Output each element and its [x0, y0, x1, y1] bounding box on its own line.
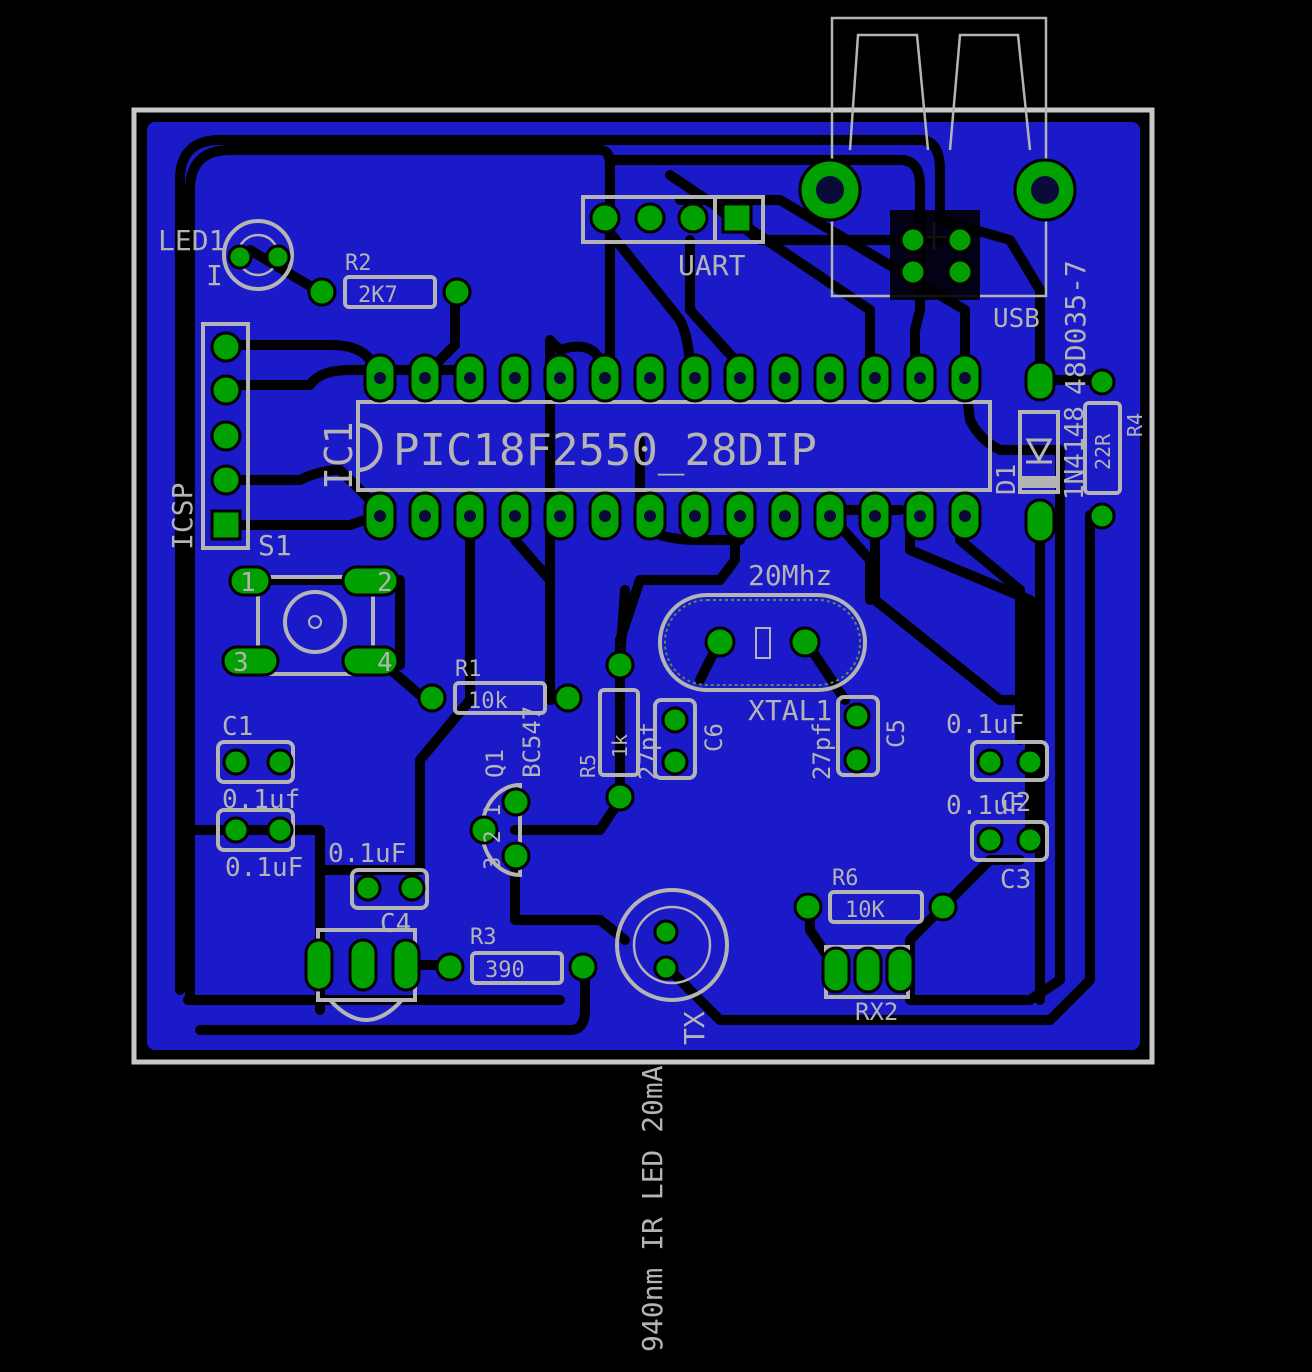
r6-value: 10K	[845, 898, 885, 923]
r5-value: 1k	[608, 734, 632, 758]
c1-value: 0.1uf	[222, 785, 300, 815]
r3-body	[470, 951, 564, 985]
r2-body	[343, 275, 437, 309]
r1-body	[453, 681, 547, 715]
ic1-pin-hole	[374, 372, 386, 384]
board-outline	[131, 107, 1155, 1065]
d1-name: D1	[992, 464, 1022, 495]
ic1-pin-hole	[869, 372, 881, 384]
q1-name: Q1	[481, 749, 509, 778]
ic1-pin-hole	[644, 510, 656, 522]
r3-value: 390	[485, 958, 525, 983]
icsp-header	[201, 322, 250, 550]
ic1-pin-hole	[554, 372, 566, 384]
c2-value-right: 0.1uF	[946, 710, 1024, 740]
ic1-pin-hole	[824, 510, 836, 522]
q1-value: BC547	[518, 706, 546, 778]
ic1-value: PIC18F2550_28DIP	[393, 425, 817, 476]
ic1-pin-hole	[869, 510, 881, 522]
r3-name: R3	[470, 925, 497, 950]
s1-pin4: 4	[377, 648, 393, 678]
led1-name: LED1	[158, 224, 225, 257]
ic1-pin-hole	[689, 510, 701, 522]
s1-name: S1	[258, 529, 292, 562]
ic1-pin-hole	[734, 372, 746, 384]
r4-value: 22R	[1091, 433, 1115, 470]
xtal1-outline	[658, 593, 867, 692]
led1-mark: I	[206, 259, 223, 292]
ic1-top-pads	[363, 353, 982, 403]
d1-outline	[1018, 410, 1060, 494]
s1-switch	[256, 575, 375, 676]
rx2-name: RX2	[855, 998, 898, 1026]
r6-body	[828, 890, 924, 924]
ic1-pin-hole	[599, 372, 611, 384]
ic1-pin-hole	[419, 510, 431, 522]
d1-value: 1N4148	[1060, 406, 1090, 500]
capacitor-outlines	[216, 695, 1049, 910]
r2-name: R2	[345, 251, 372, 276]
s1-pin2: 2	[377, 568, 393, 598]
r2-value: 2K7	[358, 283, 398, 308]
ic1-pin-hole	[509, 510, 521, 522]
ic1-pin-hole	[824, 372, 836, 384]
ic1-pin-hole	[509, 372, 521, 384]
c5-value: 27pf	[808, 722, 836, 780]
ic1-name: IC1	[317, 421, 361, 490]
c6-name: C6	[700, 723, 728, 752]
c5-name: C5	[882, 719, 910, 748]
c6-value: 27pf	[634, 722, 662, 780]
c3-name: C3	[1000, 865, 1031, 895]
uart-header	[581, 195, 765, 244]
ic1-pin-hole	[779, 510, 791, 522]
copper-pour	[147, 122, 1140, 1050]
r5-name: R5	[576, 754, 600, 778]
ic1-bottom-pads	[363, 491, 982, 541]
usb-part: 48D035-7	[1059, 260, 1092, 395]
s1-pin1: 1	[240, 568, 256, 598]
usb-connector	[830, 16, 1048, 300]
c-left-value: 0.1uF	[225, 853, 303, 883]
c1-name: C1	[222, 712, 253, 742]
pads	[210, 158, 1116, 994]
uart-label: UART	[678, 249, 746, 282]
tx-desc: 940nm IR LED 20mA	[636, 1065, 669, 1352]
ic1-pin-hole	[734, 510, 746, 522]
tx-name: TX	[678, 1011, 711, 1045]
ic1-pin-hole	[374, 510, 386, 522]
r1-name: R1	[455, 657, 482, 682]
ic1-pin-hole	[464, 372, 476, 384]
xtal-name: XTAL1	[748, 694, 832, 727]
ic1-pin-hole	[914, 510, 926, 522]
ic1-pin-hole	[644, 372, 656, 384]
r4-name: R4	[1123, 413, 1147, 437]
q1-pins: 3 2 1	[481, 804, 506, 870]
ic1-pin-hole	[689, 372, 701, 384]
s1-pin3: 3	[233, 648, 249, 678]
ic1	[356, 400, 992, 492]
r4-body	[1083, 401, 1122, 495]
ic1-pin-hole	[779, 372, 791, 384]
ic1-pin-hole	[959, 510, 971, 522]
xtal-freq: 20Mhz	[748, 559, 832, 592]
tx-led-outline	[615, 888, 729, 1002]
ic1-pin-hole	[554, 510, 566, 522]
silkscreen-text: IC1 PIC18F2550_28DIP LED1 I R2 2K7 UART …	[158, 224, 1147, 1352]
r5-body	[598, 688, 640, 777]
c3-value: 0.1uF	[946, 791, 1024, 821]
c-misc-value: 0.1uF	[328, 839, 406, 869]
ic1-pin-hole	[599, 510, 611, 522]
ic1-pin-hole	[419, 372, 431, 384]
ic1-pin-hole	[914, 372, 926, 384]
usb-label: USB	[993, 304, 1040, 334]
icsp-label: ICSP	[166, 483, 199, 550]
c4-name: C4	[380, 909, 411, 939]
r6-name: R6	[832, 866, 859, 891]
ic1-pin-hole	[959, 372, 971, 384]
c2-name: C2	[1000, 788, 1031, 818]
ic1-pin-hole	[464, 510, 476, 522]
r1-value: 10k	[468, 689, 508, 714]
